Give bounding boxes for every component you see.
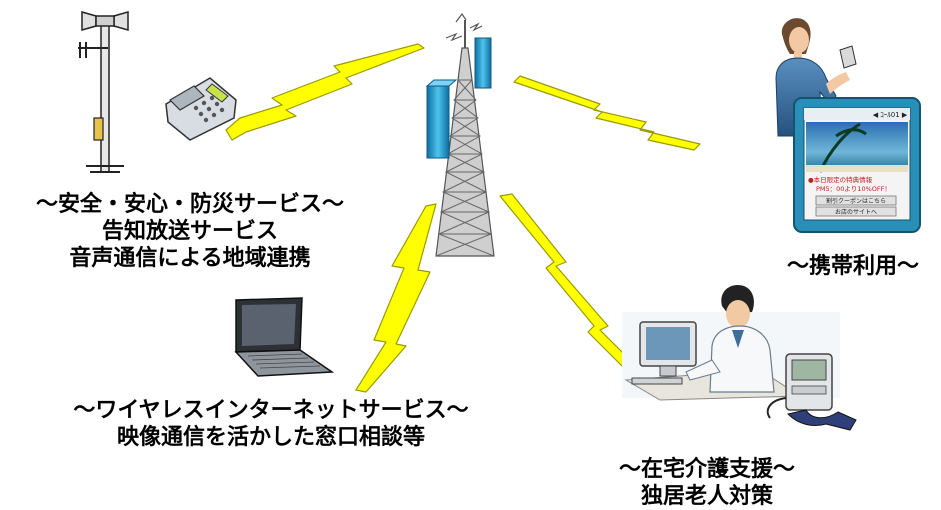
phone-promo-line2: PM5：00より10%OFF！ bbox=[816, 185, 891, 193]
caption-safety-broadcast: 告知放送サービス bbox=[101, 219, 278, 244]
signal-bolts bbox=[225, 43, 701, 393]
caption-homecare-elderly: 独居老人対策 bbox=[640, 484, 773, 509]
caption-homecare-title: ～在宅介護支援～ bbox=[618, 457, 795, 482]
caption-mobile-title: ～携帯利用～ bbox=[786, 254, 919, 279]
radio-tower-icon bbox=[425, 12, 495, 257]
phone-promo-line1: ●本日限定の特典情報 bbox=[808, 175, 873, 184]
phone-button-coupon: 割引クーポンはこちら bbox=[826, 197, 886, 205]
bolt-to-mobile bbox=[513, 75, 701, 151]
caption-wireless-internet: ～ワイヤレスインターネットサービス～ 映像通信を活かした窓口相談等 bbox=[28, 397, 514, 451]
caption-wireless-video: 映像通信を活かした窓口相談等 bbox=[116, 425, 425, 450]
caption-mobile-use: ～携帯利用～ bbox=[766, 253, 940, 280]
caption-safety-title: ～安全・安心・防災サービス～ bbox=[35, 192, 344, 217]
bolt-to-desk-phone bbox=[225, 43, 425, 141]
caption-safety-voice: 音声通信による地域連携 bbox=[69, 246, 311, 271]
blood-pressure-monitor-icon bbox=[766, 353, 857, 431]
caption-safety-services: ～安全・安心・防災サービス～ 告知放送サービス 音声通信による地域連携 bbox=[4, 191, 376, 272]
speaker-pole-icon bbox=[78, 11, 129, 173]
mobile-phone-screen: ◀ ｺｰﾙ01 ▶ ●本日限定の特典情報 PM5：00より10%OFF！ 割引ク… bbox=[793, 97, 921, 233]
bolt-to-caregiver bbox=[499, 193, 633, 367]
phone-header: ◀ ｺｰﾙ01 ▶ bbox=[873, 111, 908, 119]
desk-phone-icon bbox=[165, 77, 237, 141]
phone-button-site: お店のサイトへ bbox=[835, 208, 877, 216]
bolt-to-laptop bbox=[355, 203, 437, 393]
caption-wireless-title: ～ワイヤレスインターネットサービス～ bbox=[73, 398, 469, 423]
laptop-icon bbox=[234, 297, 335, 377]
caption-home-care: ～在宅介護支援～ 独居老人対策 bbox=[592, 456, 822, 510]
